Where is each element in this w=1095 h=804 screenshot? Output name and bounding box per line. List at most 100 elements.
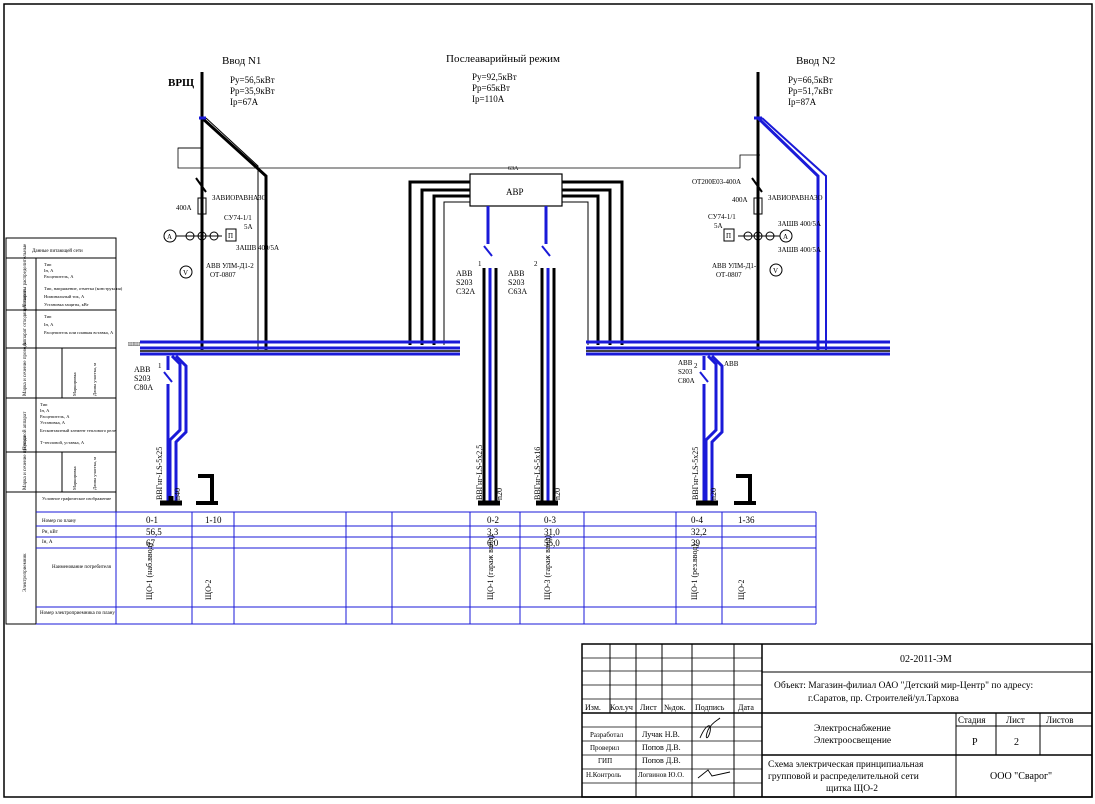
consumer-symbol-2 (196, 474, 218, 505)
bus-right-out-1 (704, 354, 718, 505)
input-1-switch-label: ЗАВИОРАВНАЗО (212, 194, 267, 202)
bus-left-rating: С80А (134, 383, 153, 392)
ct-row-label-pn: Рн, кВт (42, 530, 59, 535)
input-2-tt2-label: ЗАШВ 400/5А (778, 246, 821, 254)
input-2-breaker-rating: 400A (732, 196, 748, 204)
avr-left-feed-4 (443, 201, 470, 345)
tb-header-koluch: Кол.уч (610, 703, 633, 712)
input-2-tt1-label: ЗАШВ 400/5А (778, 220, 821, 228)
bus-right-brand: АВВ (678, 359, 693, 367)
bus-left-out-1 (168, 354, 182, 505)
tb-header-podpis: Подпись (695, 703, 725, 712)
input-1-meter-label: СУ74-1/1 (224, 214, 252, 222)
input-1-group: Ввод N1 ВРЩ Ру=56,5кВт Рр=35,9кВт Iр=67А… (163, 55, 279, 350)
tb-role-3: ГИП (598, 757, 612, 765)
consumer-symbol-6 (734, 474, 756, 505)
consumer-num: 0-3 (544, 515, 556, 525)
bus-right-out-2 (710, 354, 724, 505)
bus-right-out-break (699, 371, 709, 383)
bus-left-model: S203 (134, 374, 150, 383)
avr-label: АВР (506, 187, 524, 197)
input-2-rubilnik: ОТ200Е03-400А (692, 178, 741, 186)
input-2-voltmeter-label: V (773, 267, 778, 275)
bus-right-extra: АВВ (724, 360, 739, 368)
avr-right-feed-1 (562, 180, 624, 345)
consumer-num: 1-10 (205, 515, 222, 525)
input-1-breaker-rating: 400A (176, 204, 192, 212)
ct-row-label-in: Iн, А (42, 540, 53, 545)
input-2-meter-current: 5А (714, 222, 723, 230)
consumer-num: 1-36 (738, 515, 755, 525)
input-2-meter-label: СУ74-1/1 (708, 213, 736, 221)
lt-group-5-row-3: Расцепитель, А (40, 414, 70, 420)
left-table-header: Данные питающей сети (32, 249, 83, 254)
consumer-pn: 3,3 (487, 527, 499, 537)
input-2-pp: Рр=51,7кВт (788, 86, 833, 96)
tb-drawing-line-2: групповой и распределительной сети (768, 771, 919, 782)
input-2-py: Ру=66,5кВт (788, 75, 833, 85)
lt-group-6-row-1: Маркировка (72, 466, 77, 490)
consumer-name: ЩО-2 (737, 579, 746, 600)
lt-group-2-row-2: Номинальный ток, А (44, 294, 85, 300)
consumer-name: ЩО-2 (204, 579, 213, 600)
lt-group-5-row-5: Бесконтактный элемент теплового реле (40, 428, 116, 433)
avr-right-feed-2 (562, 188, 612, 345)
avr-left-feed-3 (432, 194, 470, 345)
consumer-table-grid (36, 511, 817, 625)
input-1-voltmeter-label: V (183, 269, 188, 277)
cable-4-len: n20 (709, 488, 718, 500)
avr-breaker-2-num: 2 (534, 260, 538, 268)
emergency-pp: Рр=65кВт (472, 83, 510, 93)
tb-drawing-line-3: щитка ЩО-2 (826, 784, 878, 794)
cable-labels: ВВГнг-LS-5х25 n40 ВВГнг-LS-5х2,5 n20 ВВГ… (155, 445, 718, 500)
bus-left-outgoing: 1 АВВ S203 С80А (134, 354, 188, 505)
avr-rating: 63А (508, 166, 519, 172)
input-2-breaker (751, 177, 763, 193)
avr-group: Послеаварийный режим Ру=92,5кВт Рр=65кВт… (177, 53, 760, 505)
bus-right-num: 2 (694, 362, 698, 370)
consumer-name: ЩО-1 (гараж ввод) (486, 535, 495, 600)
input-2-fuse (753, 197, 763, 215)
cable-3-len: n20 (553, 488, 562, 500)
avr-left-feed-1 (408, 180, 470, 345)
consumer-pn: 56,5 (146, 527, 162, 537)
lt-group-2-row-1: Тип, напряжение, отметка (конструкция) (44, 286, 123, 292)
consumer-table-text: Номер по плану Рн, кВт Iн, А Наименовани… (40, 515, 755, 616)
ct-row-label-name: Наименование потребителя (52, 565, 112, 570)
input-1-meter-box (225, 228, 237, 242)
input-1-counter-label: АВВ УЛМ-Д1-2 (206, 262, 254, 270)
lt-group-4-title: Марка и сечение провода (23, 341, 28, 396)
tb-header-data: Дата (738, 703, 754, 712)
consumer-num: 0-1 (146, 515, 158, 525)
cable-1-len: n40 (173, 488, 182, 500)
tb-section-line-1: Электроснабжение (814, 723, 891, 734)
tb-header-list: Лист (640, 703, 657, 712)
tb-section-line-2: Электроосвещение (814, 736, 891, 746)
input-2-title: Ввод N2 (796, 55, 835, 67)
tb-header-ndok: №док. (664, 703, 686, 712)
consumer-in: 39 (691, 538, 701, 548)
tb-role-3-name: Попов Д.В. (642, 756, 681, 765)
emergency-py: Ру=92,5кВт (472, 72, 517, 82)
input-1-pp: Рр=35,9кВт (230, 86, 275, 96)
input-1-ammeter-label: A (167, 233, 172, 241)
cable-2-len: n20 (495, 488, 504, 500)
cable-2-spec: ВВГнг-LS-5х2,5 (475, 445, 484, 500)
avr-breaker-1-num: 1 (478, 260, 482, 268)
bus-left-out-break (163, 371, 173, 383)
consumer-name: ЩО-3 (гараж ввод) (543, 535, 552, 600)
lt-group-1-row-3: Расцепитель, А (44, 274, 74, 280)
consumer-in: 6,0 (487, 538, 499, 548)
lt-group-5-row-4: Установка, А (40, 420, 66, 426)
input-1-title: Ввод N1 (222, 55, 261, 67)
ct-row-label-plan: Номер электроприемника по плану (40, 611, 115, 616)
lt-group-5-title: Пусковой аппарат (23, 411, 28, 450)
input-1-ct-3 (209, 231, 219, 241)
tb-role-4-name: Логвинов Ю.О. (638, 771, 684, 779)
input-2-bypass-line (756, 116, 820, 350)
input-1-meter-box-label: П (228, 232, 233, 240)
bus-left-brand: АВВ (134, 365, 150, 374)
lt-group-6-row-2: Длина участка, м (92, 457, 98, 490)
tb-stage-label: Стадия (958, 715, 985, 725)
